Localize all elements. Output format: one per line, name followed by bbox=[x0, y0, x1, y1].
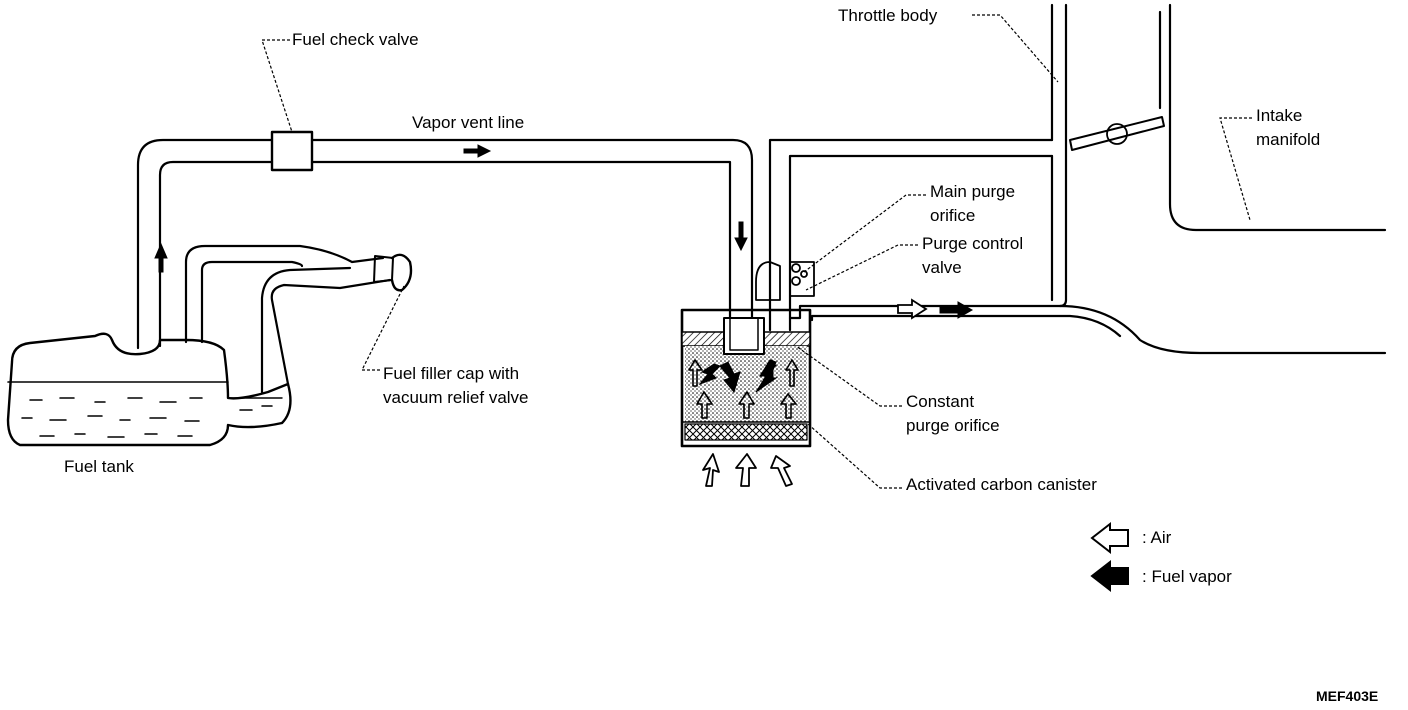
canister-flow-arrows bbox=[688, 359, 799, 419]
legend-fuel-vapor-label: : Fuel vapor bbox=[1142, 567, 1232, 586]
fuel-tank bbox=[6, 332, 292, 447]
leader-throttle-body bbox=[972, 14, 1059, 83]
vapor-flow-arrow-up bbox=[154, 242, 168, 273]
canister-vapor-arrow-up bbox=[768, 359, 777, 381]
vapor-flow-arrow-right bbox=[463, 144, 492, 158]
purge-control-valve-icon bbox=[755, 261, 815, 301]
leader-constant-purge-orifice bbox=[795, 345, 902, 407]
legend-air-label: : Air bbox=[1142, 528, 1172, 547]
leader-main-purge-orifice bbox=[803, 194, 926, 273]
label-purge-control-valve-1: Purge control bbox=[922, 234, 1024, 253]
air-inlet-arrows bbox=[702, 453, 793, 487]
label-main-purge-orifice-1: Main purge bbox=[930, 182, 1016, 201]
label-intake-manifold-2: manifold bbox=[1256, 130, 1321, 149]
throttle-plate-icon bbox=[1069, 116, 1165, 151]
label-constant-purge-orifice-1: Constant bbox=[906, 392, 975, 411]
label-fuel-tank: Fuel tank bbox=[64, 457, 134, 476]
label-throttle-body: Throttle body bbox=[838, 6, 938, 25]
vapor-vent-line bbox=[136, 138, 754, 350]
purge-flow-arrow-vapor bbox=[939, 301, 974, 319]
leader-purge-control-valve bbox=[805, 244, 918, 291]
intake-manifold bbox=[1158, 3, 1387, 232]
throttle-body bbox=[1050, 3, 1068, 308]
leader-filler-cap bbox=[361, 285, 405, 371]
legend-air-arrow-icon bbox=[1090, 521, 1129, 555]
label-constant-purge-orifice-2: purge orifice bbox=[906, 416, 1000, 435]
fuel-check-valve bbox=[270, 130, 314, 172]
label-activated-carbon-canister: Activated carbon canister bbox=[906, 475, 1097, 494]
leader-intake-manifold bbox=[1219, 117, 1252, 221]
leader-fuel-check-valve bbox=[261, 39, 293, 133]
purge-line bbox=[768, 138, 1387, 355]
label-fuel-filler-cap-2: vacuum relief valve bbox=[383, 388, 529, 407]
label-main-purge-orifice-2: orifice bbox=[930, 206, 976, 225]
label-vapor-vent-line: Vapor vent line bbox=[412, 113, 525, 132]
label-intake-manifold-1: Intake bbox=[1256, 106, 1303, 125]
label-purge-control-valve-2: valve bbox=[922, 258, 962, 277]
filler-neck bbox=[184, 244, 392, 394]
label-fuel-filler-cap-1: Fuel filler cap with bbox=[383, 364, 520, 383]
label-fuel-check-valve: Fuel check valve bbox=[292, 30, 419, 49]
vapor-flow-arrow-down bbox=[734, 221, 748, 252]
canister-vapor-arrow-up-left bbox=[698, 363, 721, 386]
figure-code: MEF403E bbox=[1316, 688, 1379, 704]
legend-fuel-vapor-arrow-icon bbox=[1090, 559, 1129, 593]
leader-canister bbox=[807, 423, 902, 489]
filler-cap-icon bbox=[373, 253, 413, 292]
activated-carbon-canister bbox=[680, 308, 812, 448]
canister-vapor-arrow-left bbox=[719, 361, 741, 394]
purge-flow-arrow-air bbox=[897, 298, 928, 320]
